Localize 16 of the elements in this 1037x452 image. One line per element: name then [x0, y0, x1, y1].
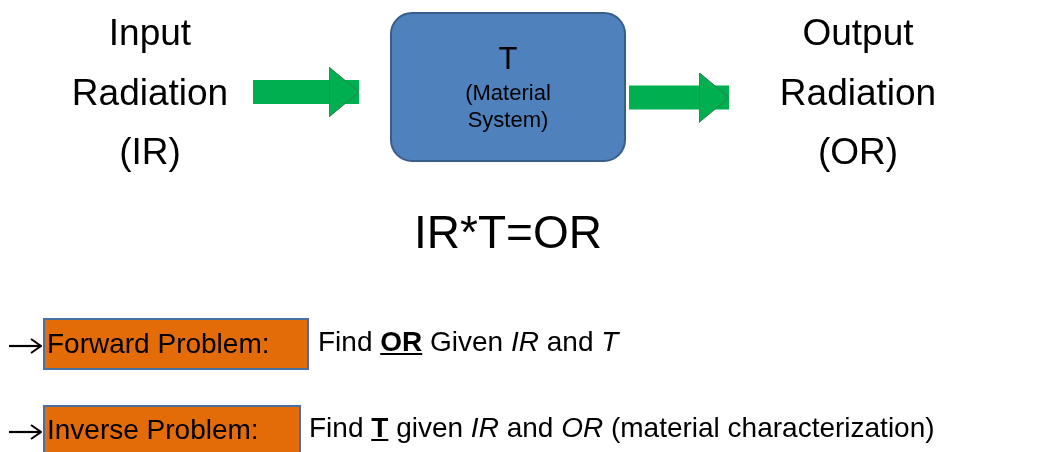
problem-statement: Find OR Given IR and T — [318, 326, 619, 358]
arrow — [9, 338, 42, 354]
arrow — [9, 424, 42, 440]
highlight-label: Inverse Problem: — [46, 414, 260, 446]
highlight-box — [43, 405, 301, 452]
equation: IR*T=OR — [414, 205, 602, 259]
box-title: T — [498, 40, 518, 79]
problem-statement: Find T given IR and OR (material characterization) — [309, 412, 935, 444]
highlight-box — [43, 318, 309, 370]
process-box — [390, 12, 626, 162]
arrow — [629, 72, 730, 123]
arrow — [253, 66, 360, 118]
node-label: Output Radiation (OR) — [778, 10, 938, 175]
node-label: Input Radiation (IR) — [70, 10, 230, 175]
highlight-label: Forward Problem: — [46, 328, 271, 360]
box-subtitle: (Material System) — [464, 78, 552, 134]
